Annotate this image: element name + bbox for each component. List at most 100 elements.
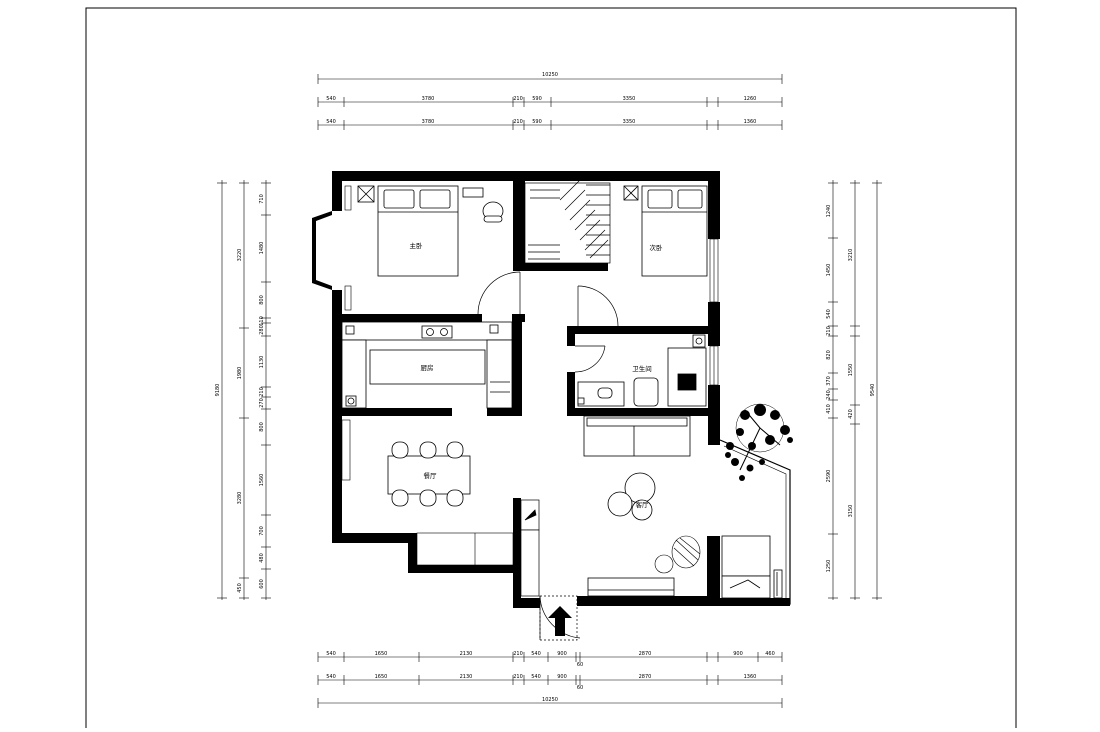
dim-top-total: 10250 [542, 72, 558, 78]
balcony-rail-inner [723, 445, 787, 600]
dining-set [387, 441, 471, 507]
master-bed [357, 185, 459, 277]
dim-label: 210 [826, 326, 832, 336]
tv-cabinet [587, 577, 675, 597]
dim-label: 210 [513, 674, 523, 680]
radiator-master [344, 185, 352, 311]
dim-label: 1650 [375, 651, 388, 657]
dim-label: 1550 [848, 364, 854, 377]
dim-right-inner: 1240 1450 540 210 820 370 240 410 2590 1… [826, 205, 832, 573]
dim-bottom-mid: 60 [577, 662, 583, 668]
dim-right-total: 9540 [870, 384, 876, 397]
entrance-arrow-icon [548, 606, 572, 636]
drawing-frame [85, 7, 1017, 732]
dim-label: 1560 [259, 474, 265, 487]
dim-label: 900 [733, 651, 743, 657]
dim-label: 1250 [826, 560, 832, 573]
dim-label: 1130 [259, 356, 265, 369]
dim-top-row2: 540 3780 210 590 3350 1360 [326, 119, 756, 125]
dim-label: 460 [765, 651, 775, 657]
dim-label: 1450 [826, 264, 832, 277]
second-bed [623, 185, 708, 277]
dim-right-mid: 3210 1550 420 3150 [848, 249, 854, 518]
dim-label: 420 [848, 409, 854, 419]
room-label-living: 客厅 [636, 500, 650, 509]
shoe-cabinet [520, 499, 540, 597]
master-chair [462, 187, 504, 223]
dim-label: 3350 [623, 119, 636, 125]
balcony-cabinet [721, 535, 783, 599]
top-dimensions [317, 74, 783, 130]
dim-label: 3280 [237, 492, 243, 505]
dim-bottom-row1: 540 1650 2130 210 540 900 2870 900 460 [326, 651, 775, 657]
dim-label: 1650 [375, 674, 388, 680]
dim-label: 540 [531, 674, 541, 680]
dim-label: 900 [557, 674, 567, 680]
dim-label: 3150 [848, 505, 854, 518]
dim-label: 800 [259, 295, 265, 305]
dim-label: 540 [326, 119, 336, 125]
dim-label: 600 [259, 579, 265, 589]
left-dimensions [217, 180, 271, 600]
dim-label: 410 [826, 404, 832, 414]
dim-label: 210 [513, 96, 523, 102]
dim-label: 480 [259, 553, 265, 563]
windows [709, 238, 719, 386]
doors [477, 271, 619, 641]
dim-label: 2870 [639, 651, 652, 657]
dim-label: 590 [532, 96, 542, 102]
walk-in-closet [524, 179, 611, 264]
dim-label: 2590 [826, 470, 832, 483]
dim-label: 1980 [237, 367, 243, 380]
dim-label: 540 [531, 651, 541, 657]
dim-label: 270 [259, 398, 265, 408]
right-dimensions [828, 180, 882, 600]
dim-label: 820 [826, 350, 832, 360]
dim-label: 900 [557, 651, 567, 657]
bottom-dimensions [317, 652, 783, 708]
dim-label: 2870 [639, 674, 652, 680]
dining-cabinet [341, 419, 514, 566]
room-label-master-bedroom: 主卧 [410, 241, 424, 250]
kitchen-counter [341, 321, 513, 409]
dim-label: 3210 [848, 249, 854, 262]
top-ticks [317, 74, 783, 130]
bathroom-fixtures [577, 334, 707, 407]
dim-label: 540 [326, 651, 336, 657]
walls [312, 171, 790, 608]
dim-label: 590 [532, 119, 542, 125]
dim-label: 3350 [623, 96, 636, 102]
dim-label: 710 [259, 194, 265, 204]
room-label-bathroom: 卫生间 [632, 364, 652, 373]
lounge-chair [654, 535, 701, 574]
dim-label: 210 [513, 119, 523, 125]
dim-label: 2130 [460, 674, 473, 680]
coffee-tables [607, 472, 656, 521]
dim-label: 240 [826, 390, 832, 400]
tree-plant-icon [725, 403, 793, 481]
dim-label: 1360 [744, 674, 757, 680]
balcony-rail [719, 439, 791, 605]
living-sofa [583, 415, 691, 457]
dim-label: 1260 [744, 96, 757, 102]
dim-left-inner: 710 1480 800 110 280 1130 210 270 800 15… [259, 194, 265, 589]
dim-label: 210 [513, 651, 523, 657]
dim-label: 1480 [259, 242, 265, 255]
dim-label: 1360 [744, 119, 757, 125]
dim-top-row1: 540 3780 210 590 3350 1260 [326, 96, 756, 102]
dim-left-total: 9180 [215, 384, 221, 397]
dim-label: 700 [259, 526, 265, 536]
dim-left-mid: 3220 1980 3280 450 [237, 249, 243, 593]
dim-label: 370 [826, 376, 832, 386]
dim-label: 540 [326, 674, 336, 680]
dim-label: 280 [259, 325, 265, 335]
dim-label: 2130 [460, 651, 473, 657]
dim-label: 1240 [826, 205, 832, 218]
dim-label: 3780 [422, 96, 435, 102]
dim-bottom-row2: 540 1650 2130 210 540 900 2870 1360 [326, 674, 756, 680]
dim-bottom-total: 10250 [542, 697, 558, 703]
dim-label: 110 [259, 316, 265, 326]
dim-label: 210 [259, 387, 265, 397]
